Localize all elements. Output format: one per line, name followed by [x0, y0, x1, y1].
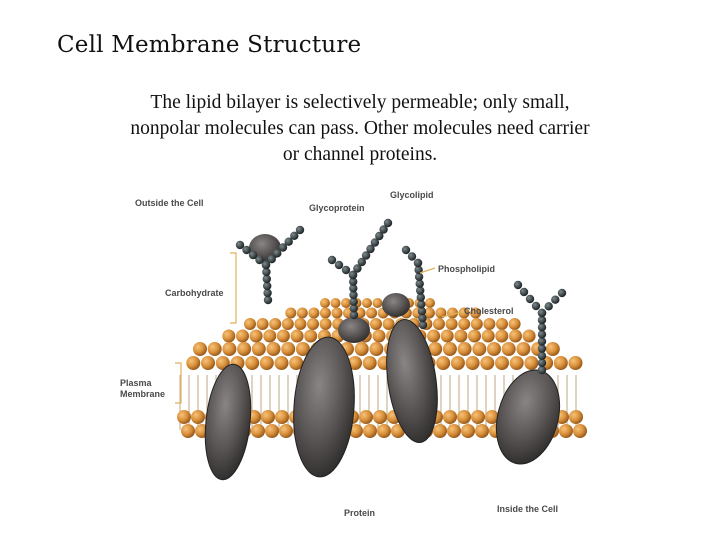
membrane-proteins: [204, 234, 561, 481]
integral-protein: [386, 319, 438, 443]
label-carbohydrate: Carbohydrate: [165, 288, 224, 298]
label-glycoprotein: Glycoprotein: [309, 203, 365, 213]
leader-lines: [175, 252, 463, 404]
integral-protein: [204, 363, 252, 481]
label-membrane: Membrane: [120, 389, 165, 399]
peripheral-protein: [338, 317, 370, 343]
slide-body-text: The lipid bilayer is selectively permeab…: [40, 90, 680, 168]
label-glycolipid: Glycolipid: [390, 190, 434, 200]
body-line: The lipid bilayer is selectively permeab…: [150, 92, 570, 113]
integral-protein: [293, 336, 355, 478]
label-outside-cell: Outside the Cell: [135, 198, 204, 208]
body-line: nonpolar molecules can pass. Other molec…: [130, 118, 590, 139]
label-phospholipid: Phospholipid: [438, 264, 495, 274]
carbohydrate-chains: [235, 218, 567, 375]
slide-title: Cell Membrane Structure: [57, 32, 362, 58]
peripheral-protein: [382, 293, 410, 317]
label-protein: Protein: [344, 508, 375, 518]
label-cholesterol: Cholesterol: [464, 306, 514, 316]
cell-membrane-diagram: Outside the Cell Glycoprotein Glycolipid…: [120, 190, 587, 518]
label-inside-cell: Inside the Cell: [497, 504, 558, 514]
integral-protein: [495, 369, 561, 465]
label-plasma: Plasma: [120, 378, 153, 388]
body-line: or channel proteins.: [282, 144, 438, 165]
